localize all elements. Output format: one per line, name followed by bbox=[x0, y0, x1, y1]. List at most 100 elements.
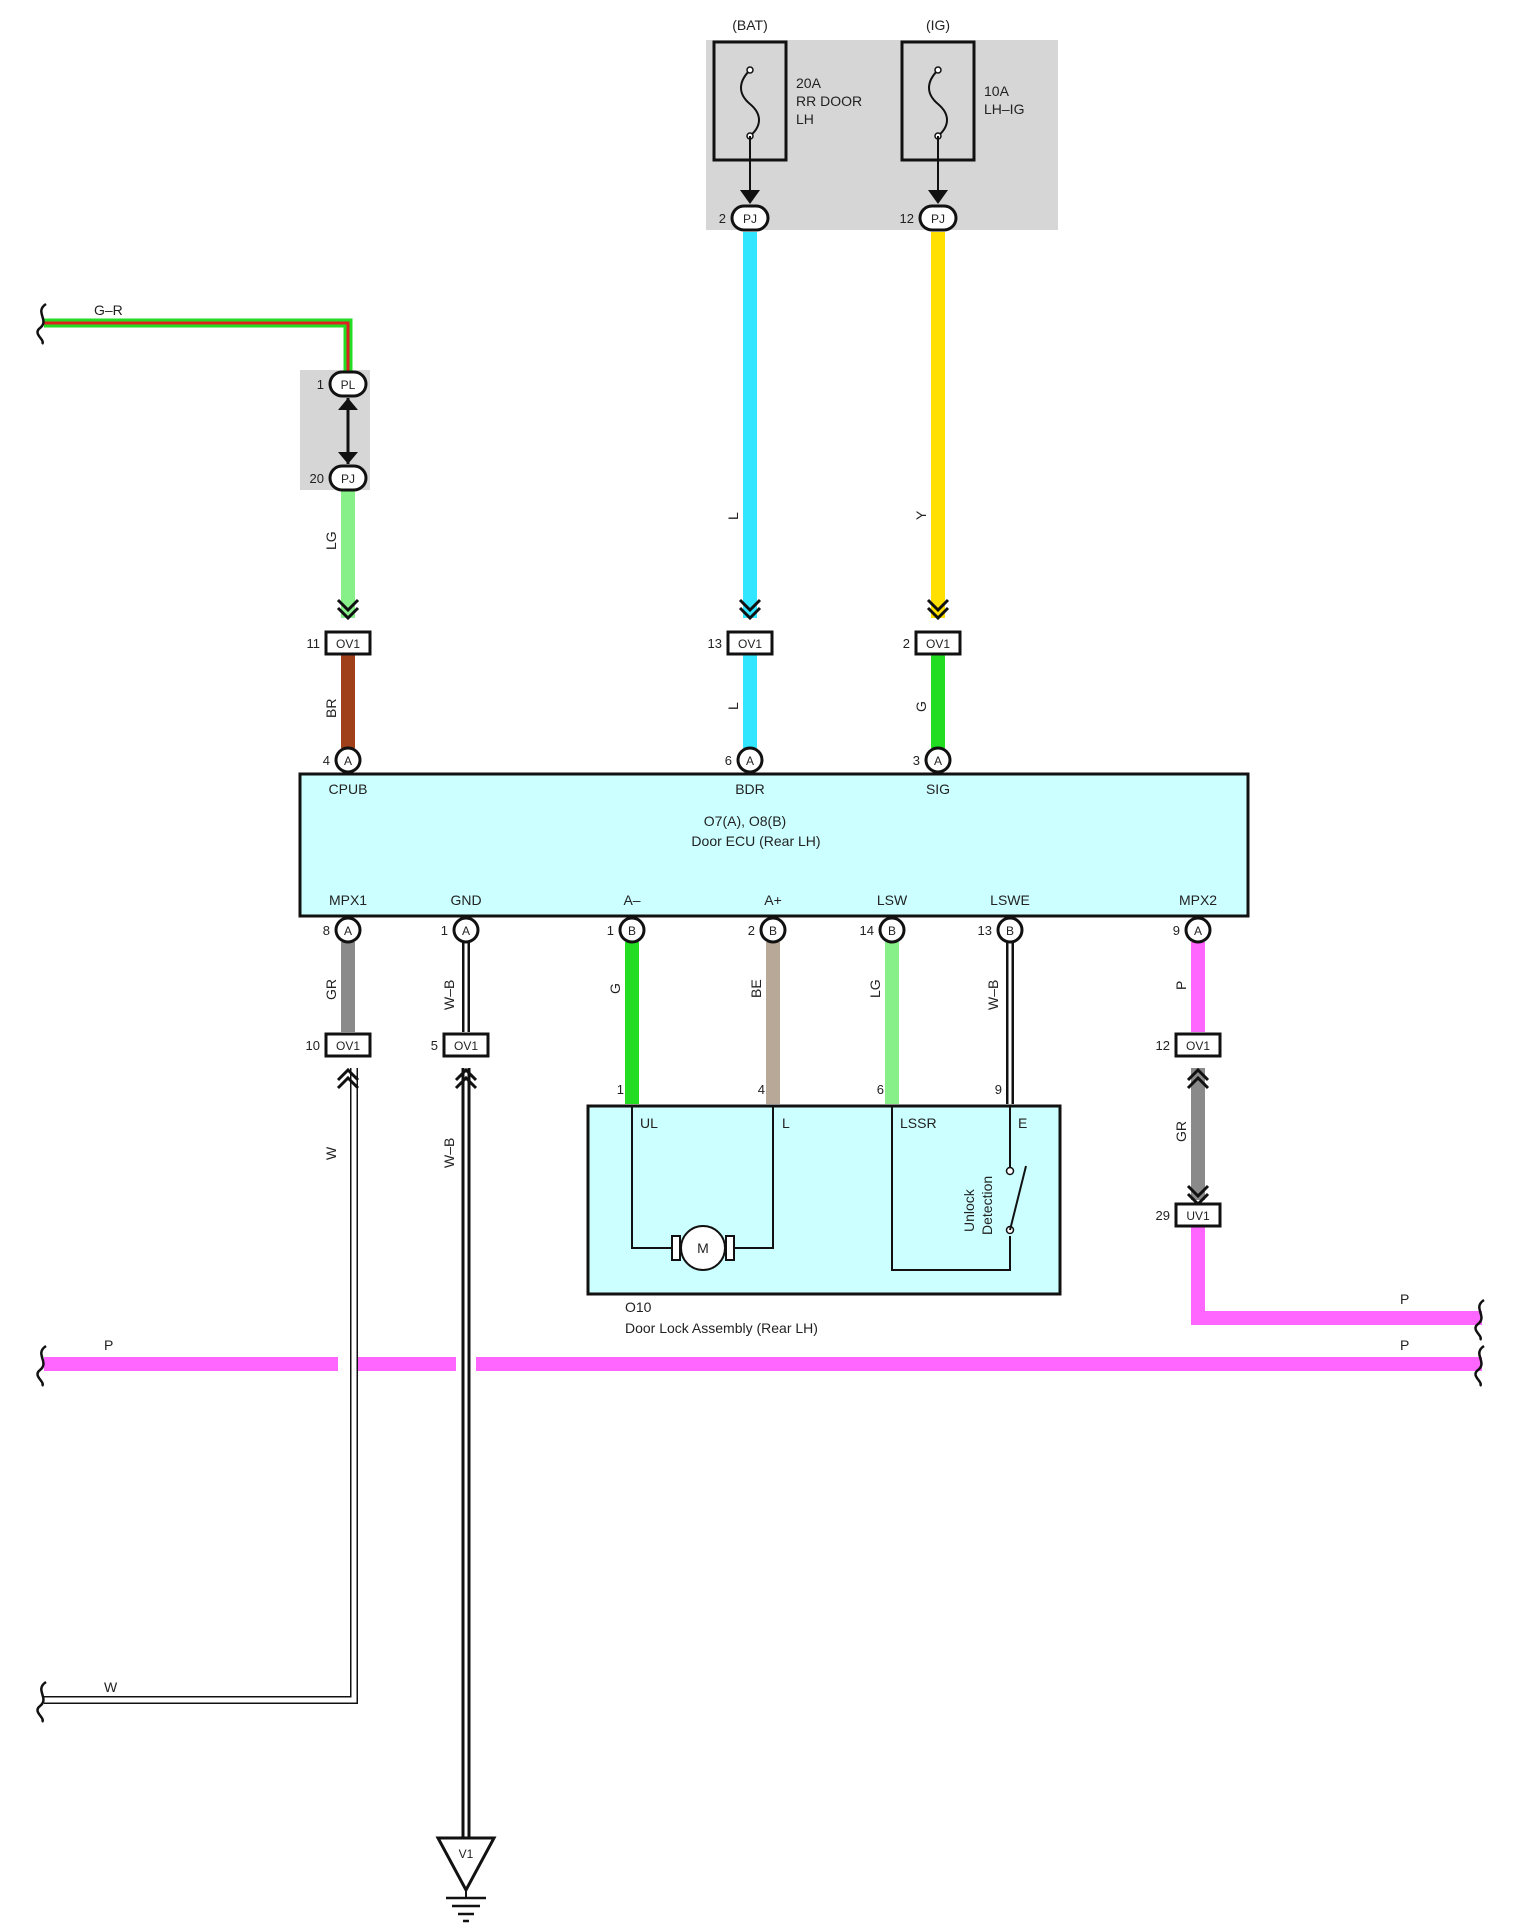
pin-number: 2 bbox=[719, 211, 726, 226]
connector-pj-12: PJ 12 bbox=[900, 204, 958, 232]
pin-number: 4 bbox=[323, 753, 330, 768]
ecu-pin-mpx2: MPX2 A 9 bbox=[1173, 892, 1217, 944]
pin-label: A+ bbox=[764, 892, 782, 908]
wire-label-br: BR bbox=[323, 699, 339, 718]
arrow-icon bbox=[928, 190, 948, 204]
ground-v1: V1 bbox=[435, 1836, 497, 1898]
connector-ov1-5: OV1 5 bbox=[431, 1032, 490, 1058]
pin-connector-letter: B bbox=[628, 924, 636, 938]
pin-label: L bbox=[782, 1115, 790, 1131]
pin-label: LSWE bbox=[990, 892, 1030, 908]
switch-label-line2: Detection bbox=[979, 1176, 995, 1235]
pin-number: 13 bbox=[708, 636, 722, 651]
pin-label: SIG bbox=[926, 781, 950, 797]
wire-label-wb-gnd: W–B bbox=[441, 980, 457, 1010]
pin-number: 13 bbox=[978, 923, 992, 938]
ecu-pin-lswe: LSWE B 13 bbox=[978, 892, 1030, 944]
pin-number: 6 bbox=[877, 1082, 884, 1097]
pin-connector-letter: B bbox=[769, 924, 777, 938]
wire-label-l-upper: L bbox=[725, 512, 741, 520]
pin-label: GND bbox=[450, 892, 481, 908]
pin-connector-letter: A bbox=[934, 754, 942, 768]
fuse-lh-ig: (IG) 10A LH–IG bbox=[900, 17, 1024, 196]
wire-p-right-upper bbox=[1191, 1224, 1482, 1325]
chevron-down-icon bbox=[336, 598, 1210, 1207]
fuse-rating-20a: 20A bbox=[796, 75, 822, 91]
pin-label: MPX1 bbox=[329, 892, 367, 908]
pin-label: LSW bbox=[877, 892, 908, 908]
pin-label: LSSR bbox=[900, 1115, 937, 1131]
motor-label: M bbox=[697, 1240, 709, 1256]
ecu-pin-lsw: LSW B 14 bbox=[860, 892, 908, 944]
ecu-pin-cpub: A 4 CPUB bbox=[323, 746, 368, 797]
ecu-pin-mpx1: MPX1 A 8 bbox=[323, 892, 367, 944]
wire-label-p-right-upper: P bbox=[1400, 1291, 1409, 1307]
pin-number: 4 bbox=[758, 1082, 765, 1097]
connector-name: OV1 bbox=[926, 637, 950, 651]
ground-label: V1 bbox=[459, 1847, 474, 1861]
ecu-pin-a-minus: A– B 1 bbox=[607, 892, 646, 944]
pin-number: 1 bbox=[617, 1082, 624, 1097]
pin-number: 5 bbox=[431, 1038, 438, 1053]
pin-connector-letter: B bbox=[1006, 924, 1014, 938]
ecu-code: O7(A), O8(B) bbox=[704, 813, 786, 829]
wire-label-g-sig: G bbox=[913, 701, 929, 712]
wire-label-gr-mpx2: GR bbox=[1173, 1121, 1189, 1142]
fuse-name-lh: LH bbox=[796, 111, 814, 127]
connector-ov1-13: OV1 13 bbox=[708, 630, 774, 656]
door-lock-assembly-box: 1 4 6 9 UL L LSSR E O10 Door Lock Assemb… bbox=[586, 1082, 1062, 1336]
fuse-block-area bbox=[706, 40, 1058, 230]
connector-pj-20: PJ 20 bbox=[310, 464, 368, 492]
pin-connector-letter: A bbox=[462, 924, 470, 938]
pin-number: 1 bbox=[441, 923, 448, 938]
pin-label: CPUB bbox=[329, 781, 368, 797]
pin-label: MPX2 bbox=[1179, 892, 1217, 908]
fuse-source-ig: (IG) bbox=[926, 17, 950, 33]
door-lock-name: Door Lock Assembly (Rear LH) bbox=[625, 1320, 818, 1336]
wire-w-lower bbox=[44, 1068, 358, 1704]
connector-name: PL bbox=[341, 378, 356, 392]
connector-ov1-10: OV1 10 bbox=[306, 1032, 372, 1058]
pin-connector-letter: A bbox=[746, 754, 754, 768]
double-arrow-icon bbox=[338, 398, 358, 464]
ecu-pin-a-plus: A+ B 2 bbox=[748, 892, 787, 944]
wire-label-l-lower: L bbox=[725, 702, 741, 710]
wire-label-g-ul: G bbox=[607, 983, 623, 994]
fuse-name-rr-door: RR DOOR bbox=[796, 93, 862, 109]
wire-g-r bbox=[44, 318, 353, 383]
connector-name: PJ bbox=[743, 212, 757, 226]
pin-number: 14 bbox=[860, 923, 874, 938]
pin-number: 2 bbox=[903, 636, 910, 651]
switch-icon: Unlock Detection bbox=[961, 1165, 1027, 1235]
pin-label: E bbox=[1018, 1115, 1027, 1131]
ecu-name: Door ECU (Rear LH) bbox=[691, 833, 820, 849]
connector-name: PJ bbox=[931, 212, 945, 226]
fuse-source-bat: (BAT) bbox=[732, 17, 768, 33]
switch-label-line1: Unlock bbox=[961, 1188, 977, 1232]
pin-number: 1 bbox=[607, 923, 614, 938]
pin-connector-letter: B bbox=[888, 924, 896, 938]
fuse-rr-door-lh: (BAT) 20A RR DOOR LH bbox=[712, 17, 862, 196]
pin-connector-letter: A bbox=[344, 924, 352, 938]
wire-label-be: BE bbox=[748, 979, 764, 998]
pin-number: 29 bbox=[1156, 1208, 1170, 1223]
pin-number: 11 bbox=[307, 636, 321, 651]
ecu-pin-bdr: A 6 BDR bbox=[725, 746, 765, 797]
connector-name: OV1 bbox=[336, 1039, 360, 1053]
pin-number: 2 bbox=[748, 923, 755, 938]
motor-icon: M bbox=[671, 1225, 735, 1271]
wire-label-lg-lssr: LG bbox=[867, 979, 883, 998]
wire-label-p-mpx2: P bbox=[1173, 981, 1189, 990]
pin-number: 8 bbox=[323, 923, 330, 938]
pin-number: 6 bbox=[725, 753, 732, 768]
arrow-icon bbox=[740, 190, 760, 204]
pin-number: 12 bbox=[1156, 1038, 1170, 1053]
pin-connector-letter: A bbox=[1194, 924, 1202, 938]
wire-label-w-lower: W bbox=[323, 1146, 339, 1160]
fuse-rating-10a: 10A bbox=[984, 83, 1010, 99]
connector-pj-2: PJ 2 bbox=[719, 204, 770, 232]
connector-name: UV1 bbox=[1186, 1209, 1210, 1223]
wire-label-p-left: P bbox=[104, 1337, 113, 1353]
ecu-pin-sig: A 3 SIG bbox=[913, 746, 952, 797]
